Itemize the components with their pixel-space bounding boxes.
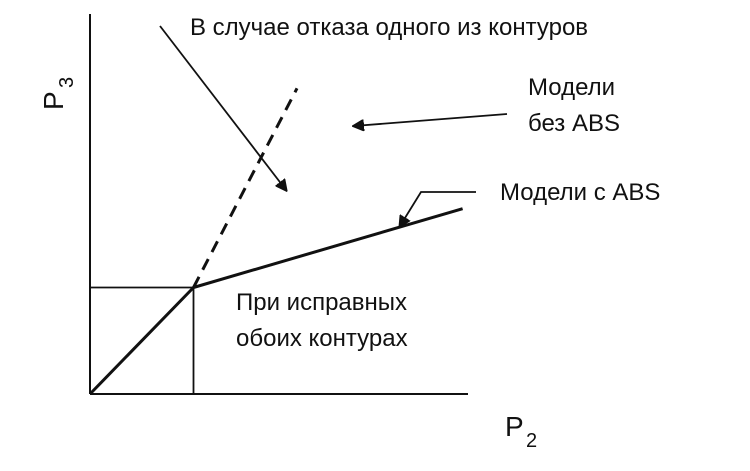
failure-case-leader bbox=[159, 25, 286, 190]
x-axis-label-main: P bbox=[505, 411, 524, 442]
models-with-abs-label: Модели с ABS bbox=[500, 179, 660, 206]
series-layer bbox=[88, 87, 464, 396]
x-axis-label-subscript: 2 bbox=[526, 430, 537, 452]
failure-case-label: В случае отказа одного из контуров bbox=[190, 14, 588, 41]
series-without-abs-segment bbox=[192, 87, 299, 289]
normal-circuits-label-line-2: обоих контурах bbox=[236, 325, 408, 352]
x-axis-label: P 2 bbox=[505, 411, 537, 452]
y-axis-label-main: P bbox=[38, 91, 69, 110]
models-with-abs-leader bbox=[400, 191, 476, 226]
models-without-abs-leader bbox=[354, 113, 508, 126]
series-main-segment bbox=[88, 286, 195, 396]
models-without-abs-label-line-2: без ABS bbox=[528, 110, 620, 137]
models-without-abs-label-line-1: Модели bbox=[528, 74, 615, 101]
y-axis-label: P 3 bbox=[38, 77, 78, 110]
normal-circuits-label-line-1: При исправных bbox=[236, 289, 407, 316]
y-axis-label-subscript: 3 bbox=[56, 77, 78, 88]
series-with-abs-segment bbox=[193, 207, 464, 289]
